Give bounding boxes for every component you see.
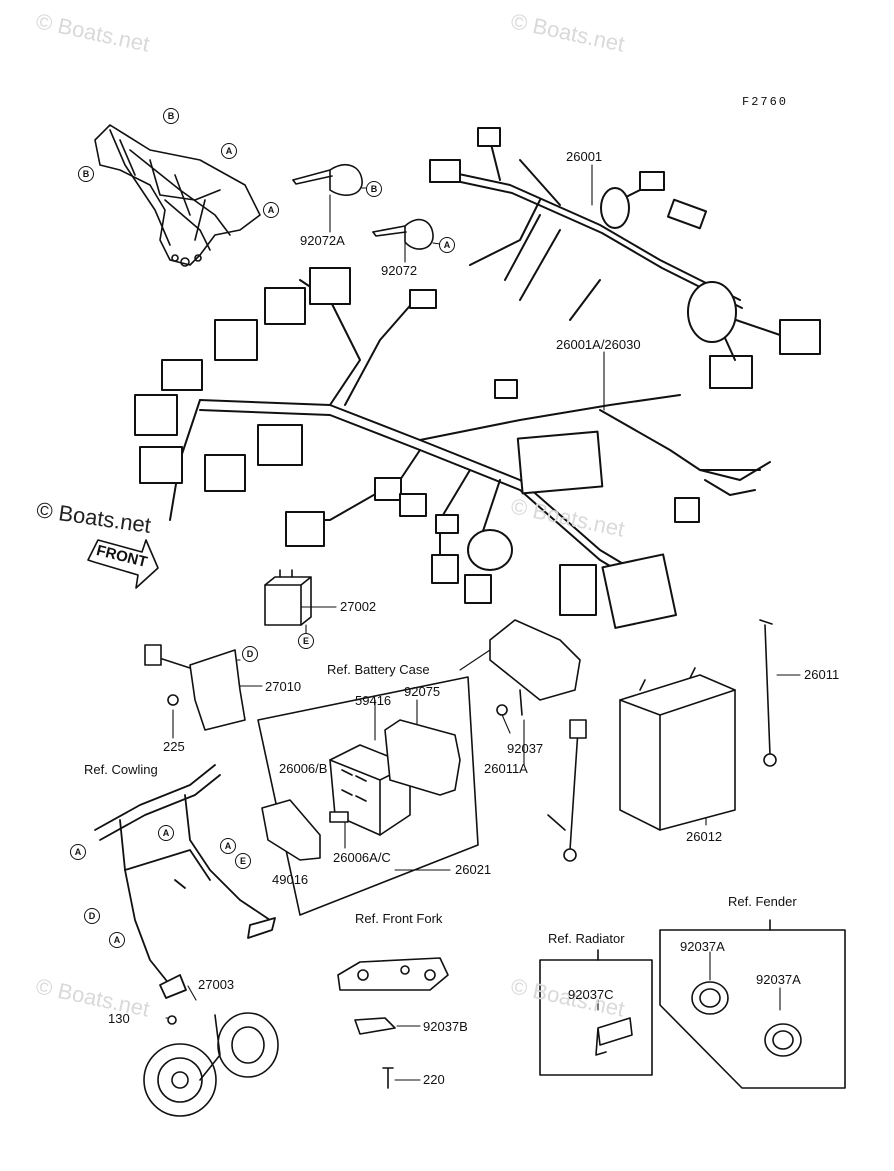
part-label-225: 225 [163,739,185,754]
part-label-26001A-26030: 26001A/26030 [556,337,641,352]
part-label-27002: 27002 [340,599,377,614]
cowling-bracket [94,764,276,999]
front-fork-bracket [337,957,449,1089]
battery-bracket [489,619,581,716]
ref-front-fork-label: Ref. Front Fork [355,911,443,926]
part-label-26011A: 26011A [484,761,528,776]
ref-battery-case-label: Ref. Battery Case [327,662,430,677]
callout-d: D [242,646,258,662]
part-label-220: 220 [423,1072,445,1087]
main-harness-26001A [134,267,771,629]
part-label-92037B: 92037B [423,1019,468,1034]
battery-26012 [619,667,736,831]
callout-a: A [70,844,86,860]
battery-cable-26011A [547,719,587,862]
frame-sketch [94,124,261,267]
part-label-26011: 26011 [804,667,840,682]
part-label-27010: 27010 [265,679,302,694]
cable-tie-92072A [292,164,363,196]
part-label-26006B: 26006/B [279,761,328,776]
main-harness-26001 [429,127,821,389]
callout-d: D [84,908,100,924]
battery-cable-26011 [759,619,777,767]
callout-a: A [439,237,455,253]
callout-a: A [109,932,125,948]
callout-a: A [263,202,279,218]
part-label-92072A: 92072A [300,233,345,248]
regulator-27010 [144,644,246,731]
callout-b: B [78,166,94,182]
horn-27003 [143,1012,279,1117]
callout-b: B [163,108,179,124]
part-label-92037A: 92037A [756,972,801,987]
part-label-26001: 26001 [566,149,603,164]
radiator-box [539,949,653,1076]
callout-e: E [235,853,251,869]
part-label-59416: 59416 [355,693,392,708]
part-label-92072: 92072 [381,263,418,278]
part-label-27003: 27003 [198,977,235,992]
part-label-92037C: 92037C [568,987,614,1002]
part-label-92037A: 92037A [680,939,725,954]
callout-e: E [298,633,314,649]
callout-a: A [221,143,237,159]
part-label-130: 130 [108,1011,130,1026]
part-label-26012: 26012 [686,829,723,844]
relay-27002 [264,569,312,626]
ref-fender-label: Ref. Fender [728,894,797,909]
figure-code: F2760 [742,95,789,109]
part-label-26006AC: 26006A/C [333,850,391,865]
front-arrow-shape [87,539,159,589]
part-label-92075: 92075 [404,684,441,699]
callout-a: A [158,825,174,841]
fuse-26006AC [329,811,349,823]
ref-radiator-label: Ref. Radiator [548,931,625,946]
fender-box [659,919,846,1089]
part-label-92037: 92037 [507,741,544,756]
cable-tie-92072 [372,218,434,250]
callout-b: B [366,181,382,197]
part-label-49016: 49016 [272,872,309,887]
part-label-26021: 26021 [455,862,492,877]
fuse-cover-92075 [384,719,461,796]
ref-cowling-label: Ref. Cowling [84,762,158,777]
fuse-holder-49016 [261,799,321,861]
callout-a: A [220,838,236,854]
